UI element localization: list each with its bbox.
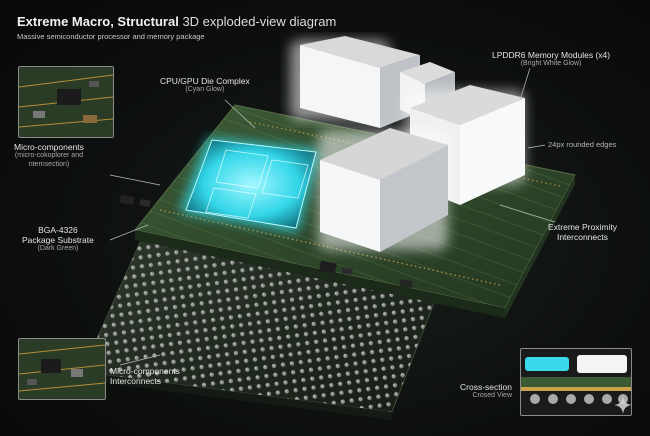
diagram-header: Extreme Macro, Structural 3D exploded-vi… <box>17 14 336 41</box>
micro-components-inset-bottom <box>18 338 106 400</box>
diagram-title: Extreme Macro, Structural 3D exploded-vi… <box>17 14 337 29</box>
label-micro-components-bottom: Micro-components Interconnects <box>110 366 180 387</box>
label-rounded-edges: 24px rounded edges <box>548 140 617 149</box>
cross-section-inset <box>520 348 632 416</box>
label-substrate: BGA-4326 Package Substrate (Dark Green) <box>22 225 94 253</box>
memory-modules <box>290 36 525 252</box>
sparkle-icon <box>614 396 632 414</box>
diagram-subtitle: Massive semiconductor processor and memo… <box>17 32 205 41</box>
micro-components-inset-top <box>18 66 114 138</box>
label-cross-section: Cross-section Crosed View <box>460 382 512 400</box>
label-memory-modules: LPDDR6 Memory Modules (x4) (Bright White… <box>492 50 611 68</box>
die-complex <box>180 138 320 232</box>
label-die-complex: CPU/GPU Die Complex (Cyan Glow) <box>160 76 250 94</box>
leader-lines <box>109 67 556 366</box>
label-micro-components-top: Micro-components (micro-cokoplorer and n… <box>14 142 84 168</box>
label-proximity-interconnects: Extreme Proximity Interconnects <box>548 222 617 243</box>
